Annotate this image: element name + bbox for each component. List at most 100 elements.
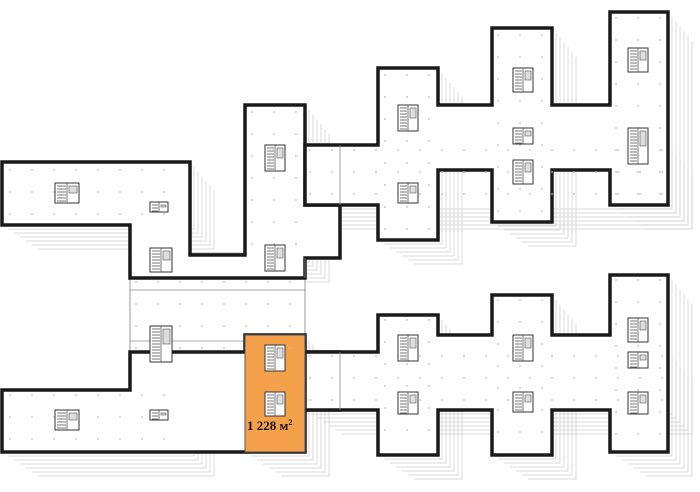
grid-dot	[135, 325, 137, 327]
grid-dot	[141, 191, 143, 193]
grid-dot	[507, 399, 509, 401]
grid-dot	[463, 171, 465, 173]
shadow-line	[634, 294, 685, 469]
grid-dot	[397, 149, 399, 151]
grid-dot	[497, 100, 499, 102]
grid-dot	[639, 193, 641, 195]
shadow-line	[504, 37, 561, 231]
grid-dot	[617, 193, 619, 195]
grid-dot	[617, 149, 619, 151]
grid-dot	[485, 149, 487, 151]
grid-dot	[406, 96, 408, 98]
shadow-line	[335, 169, 689, 226]
grid-dot	[384, 206, 386, 208]
grid-dot	[384, 319, 386, 321]
grid-dot	[661, 149, 663, 151]
unit-area-label: 1 228 м2	[247, 418, 292, 433]
grid-dot	[428, 407, 430, 409]
grid-dot	[497, 122, 499, 124]
grid-dot	[541, 299, 543, 301]
grid-dot	[661, 171, 663, 173]
grid-dot	[615, 301, 617, 303]
shadow-line	[622, 284, 677, 461]
grid-dot	[497, 365, 499, 367]
grid-dot	[428, 74, 430, 76]
grid-dot	[163, 438, 165, 440]
elevator-shaft	[639, 320, 647, 331]
grid-dot	[519, 122, 521, 124]
grid-dot	[223, 303, 225, 305]
grid-dot	[289, 347, 291, 349]
grid-dot	[541, 144, 543, 146]
grid-dot	[639, 171, 641, 173]
grid-dot	[31, 416, 33, 418]
grid-dot	[551, 355, 553, 357]
shadow-line	[498, 32, 557, 227]
shadow-line	[38, 190, 215, 250]
elevator-shaft	[639, 50, 647, 61]
grid-dot	[384, 96, 386, 98]
grid-dot	[497, 166, 499, 168]
grid-dot	[384, 385, 386, 387]
grid-dot	[615, 83, 617, 85]
grid-dot	[428, 363, 430, 365]
grid-dot	[637, 171, 639, 173]
grid-dot	[141, 438, 143, 440]
grid-dot	[157, 303, 159, 305]
grid-dot	[289, 281, 291, 283]
shadow-line	[628, 289, 681, 465]
grid-dot	[519, 56, 521, 58]
grid-dot	[441, 399, 443, 401]
grid-dot	[637, 83, 639, 85]
grid-dot	[637, 279, 639, 281]
grid-dot	[295, 155, 297, 157]
grid-dot	[375, 399, 377, 401]
grid-dot	[541, 431, 543, 433]
grid-dot	[75, 169, 77, 171]
grid-dot	[637, 105, 639, 107]
elevator-shaft	[162, 328, 171, 345]
elevator-shaft	[639, 394, 647, 404]
elevator-shaft	[524, 70, 532, 81]
grid-dot	[529, 149, 531, 151]
grid-dot	[397, 171, 399, 173]
grid-dot	[659, 367, 661, 369]
shadow-line	[20, 176, 203, 238]
shadow-line	[8, 166, 195, 230]
grid-dot	[384, 429, 386, 431]
grid-dot	[141, 416, 143, 418]
grid-dot	[659, 345, 661, 347]
elevator-shaft	[162, 250, 171, 261]
grid-dot	[179, 347, 181, 349]
grid-dot	[551, 377, 553, 379]
grid-dot	[245, 325, 247, 327]
grid-dot	[375, 355, 377, 357]
grid-dot	[384, 228, 386, 230]
grid-dot	[309, 193, 311, 195]
grid-dot	[637, 345, 639, 347]
grid-dot	[497, 299, 499, 301]
grid-dot	[595, 171, 597, 173]
elevator-shaft	[639, 130, 647, 147]
grid-dot	[406, 162, 408, 164]
elevator-shaft	[276, 347, 284, 359]
grid-dot	[519, 387, 521, 389]
grid-dot	[615, 127, 617, 129]
grid-dot	[119, 191, 121, 193]
stair-cores	[54, 47, 649, 431]
grid-dot	[384, 118, 386, 120]
grid-dot	[485, 377, 487, 379]
grid-dot	[309, 355, 311, 357]
grid-dot	[119, 394, 121, 396]
grid-dot	[419, 149, 421, 151]
grid-dot	[353, 399, 355, 401]
elevator-shaft	[409, 107, 417, 119]
grid-dot	[615, 61, 617, 63]
grid-dot	[53, 213, 55, 215]
grid-dot	[295, 221, 297, 223]
grid-dot	[406, 385, 408, 387]
elevator-shaft	[68, 412, 78, 421]
grid-dot	[637, 301, 639, 303]
grid-dot	[485, 171, 487, 173]
grid-dot	[463, 399, 465, 401]
